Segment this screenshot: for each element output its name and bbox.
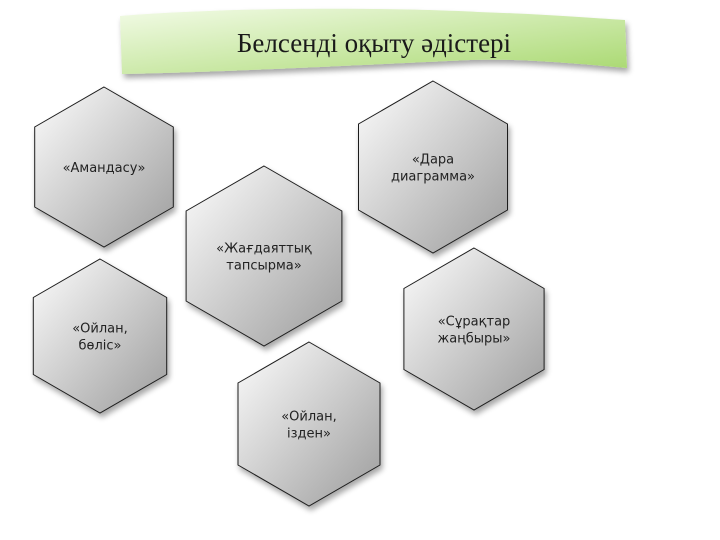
- method-label: жаңбыры»: [437, 332, 510, 347]
- method-hexagon-oylan-bolis: «Ойлан, бөліс»: [32, 258, 168, 414]
- page-title: Белсенді оқыту әдістері: [237, 28, 511, 58]
- hexagon-shape: [185, 165, 343, 347]
- title-banner: Белсенді оқыту әдістері: [120, 8, 627, 74]
- method-label: «Сұрақтар: [438, 315, 511, 330]
- method-label: «Амандасу»: [63, 161, 146, 176]
- hexagon-shape: [237, 341, 381, 507]
- hexagon-shape: [403, 247, 545, 411]
- method-label: тапсырма»: [226, 259, 301, 274]
- method-hexagon-zhagdayattyk-tapsyrma: «Жағдаяттық тапсырма»: [185, 165, 343, 347]
- method-label: бөліс»: [79, 339, 122, 354]
- method-label: «Жағдаяттық: [216, 242, 312, 257]
- method-hexagon-oylan-izden: «Ойлан, ізден»: [237, 341, 381, 507]
- hexagon-shape: [358, 80, 508, 254]
- method-label: ізден»: [287, 427, 331, 442]
- hexagon-shape: [34, 86, 174, 248]
- method-label: «Ойлан,: [281, 410, 337, 425]
- title-banner-shape: [120, 8, 627, 74]
- method-hexagons: «Амандасу» «Дара диаграмма» «Жағдаяттық тапс…: [32, 80, 545, 507]
- method-label: «Ойлан,: [72, 322, 128, 337]
- hexagon-shape: [32, 258, 168, 414]
- method-hexagon-suraktar-zhanbyry: «Сұрақтар жаңбыры»: [403, 247, 545, 411]
- method-label: «Дара: [412, 153, 454, 168]
- method-hexagon-dara-diagramma: «Дара диаграмма»: [358, 80, 508, 254]
- method-hexagon-amandasu: «Амандасу»: [34, 86, 174, 248]
- method-label: диаграмма»: [391, 170, 475, 185]
